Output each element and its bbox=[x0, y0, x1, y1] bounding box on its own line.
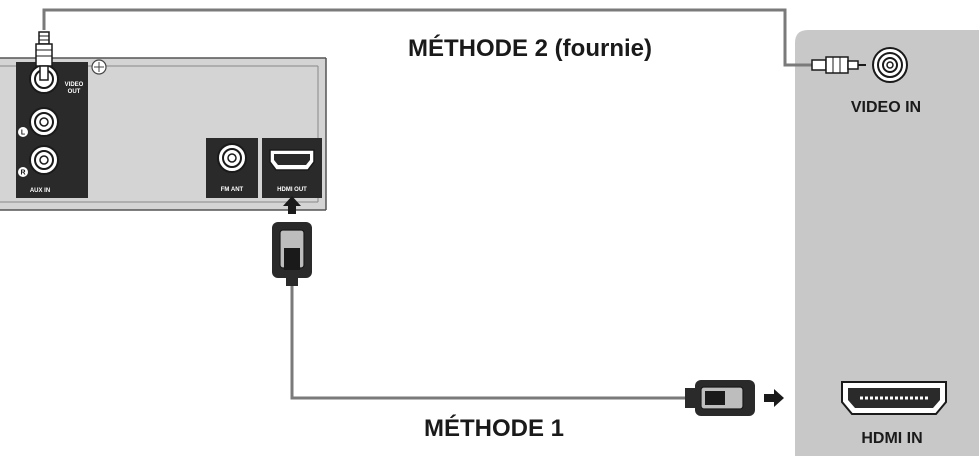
r-marker: R bbox=[20, 170, 25, 177]
video-out-label-line2: OUT bbox=[68, 89, 81, 95]
method2-label: MÉTHODE 2 (fournie) bbox=[408, 34, 652, 62]
arrow-up-icon bbox=[283, 196, 301, 214]
l-marker: L bbox=[21, 130, 26, 137]
video-in-label: VIDEO IN bbox=[851, 99, 921, 116]
hdmi-out-block: HDMI OUT bbox=[262, 138, 322, 198]
fm-ant-block: FM ANT bbox=[206, 138, 258, 198]
video-out-label-line1: VIDEO bbox=[65, 82, 84, 88]
hdmi-in-port-icon bbox=[841, 381, 947, 415]
aux-in-label: AUX IN bbox=[30, 188, 50, 194]
rca-plug-tv-icon bbox=[811, 56, 866, 74]
video-in-jack-icon bbox=[872, 47, 908, 83]
hdmi-in-label: HDMI IN bbox=[861, 430, 922, 447]
hdmi-plug-horizontal-icon bbox=[685, 380, 755, 416]
method1-label: MÉTHODE 1 bbox=[424, 414, 564, 442]
hdmi-out-label: HDMI OUT bbox=[277, 187, 307, 193]
video-cable bbox=[42, 8, 812, 67]
hdmi-plug-vertical-icon bbox=[272, 222, 312, 286]
arrow-right-icon bbox=[764, 389, 784, 407]
fm-ant-label: FM ANT bbox=[221, 187, 244, 193]
tv-panel bbox=[795, 30, 979, 456]
left-jack-block: L R VIDEO OUT AUX IN bbox=[16, 62, 88, 198]
hdmi-cable bbox=[290, 285, 685, 400]
rca-plug-icon bbox=[35, 31, 53, 81]
